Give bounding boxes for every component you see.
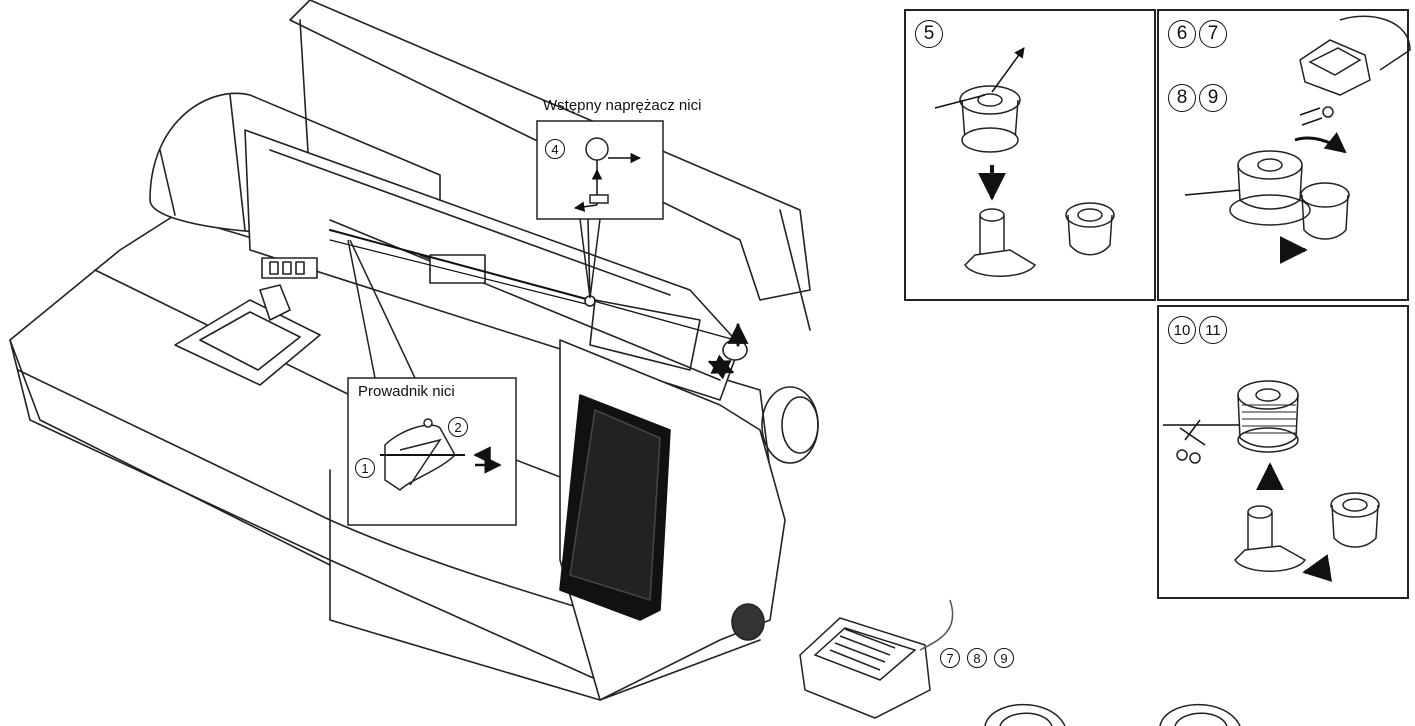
panel-remove-step-markers: 10 11 <box>1168 316 1227 344</box>
step-number: 7 <box>1199 20 1227 48</box>
step-number: 1 <box>355 458 375 478</box>
panel-winding-step-markers-row1: 6 7 <box>1168 20 1227 48</box>
thread-guide-label: Prowadnik nici <box>358 383 455 400</box>
step-panel-winding <box>1157 9 1411 301</box>
step-number: 4 <box>545 139 565 159</box>
step-number: 2 <box>448 417 468 437</box>
step-number: 5 <box>915 20 943 48</box>
step-number: 8 <box>1168 84 1196 112</box>
step-number: 6 <box>1168 20 1196 48</box>
guide-step-marker-2: 2 <box>448 417 468 437</box>
step-number: 7 <box>940 648 960 668</box>
panel-bobbin-step-markers: 5 <box>915 20 943 48</box>
pretension-step-marker: 4 <box>545 139 565 159</box>
pretensioner-callout <box>536 120 664 299</box>
step-number: 10 <box>1168 316 1196 344</box>
panel-winding-step-markers-row2: 8 9 <box>1168 84 1227 112</box>
thread-guide-callout <box>347 239 517 526</box>
step-number: 8 <box>967 648 987 668</box>
step-number: 11 <box>1199 316 1227 344</box>
step-number: 9 <box>1199 84 1227 112</box>
step-number: 9 <box>994 648 1014 668</box>
pretensioner-label: Wstępny naprężacz nici <box>543 97 702 114</box>
guide-step-marker-1: 1 <box>355 458 375 478</box>
step-panel-bobbin-placement <box>904 9 1156 301</box>
pedal-step-markers: 7 8 9 <box>940 648 1014 668</box>
step-panel-remove-bobbin <box>1157 305 1409 599</box>
foot-pedal-illustration <box>799 599 1241 726</box>
